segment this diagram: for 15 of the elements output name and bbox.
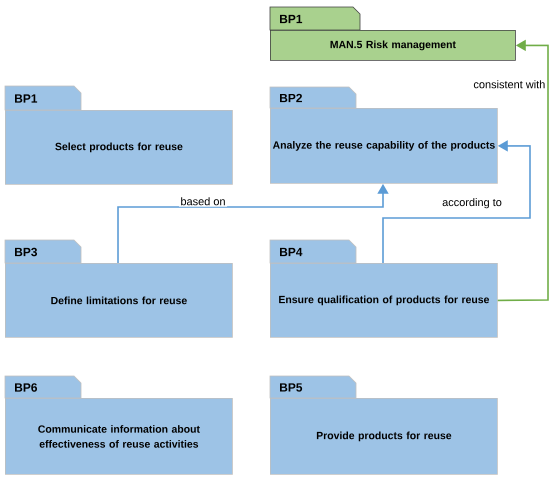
- edge-label: based on: [178, 196, 228, 207]
- package-box: BP1 Select products for reuse: [4, 86, 233, 185]
- node-label: BP6: [15, 383, 38, 392]
- node-label: BP5: [280, 383, 302, 392]
- node-label: BP1: [280, 14, 302, 24]
- package-box: BP6 Communicate information about effectiveness of reuse activities: [4, 376, 233, 475]
- node-label: BP3: [15, 248, 38, 256]
- node-label: BP1: [15, 94, 38, 103]
- edge-label: according to: [440, 196, 504, 210]
- package-box: BP1 MAN.5 Risk management: [270, 6, 516, 61]
- package-box: BP3 Define limitations for reuse: [4, 240, 233, 338]
- node-label: BP4: [280, 248, 302, 256]
- package-box: BP4 Ensure qualification of products for reuse: [270, 240, 498, 338]
- node-label: BP2: [280, 94, 302, 102]
- package-box: BP5 Provide products for reuse: [270, 376, 498, 475]
